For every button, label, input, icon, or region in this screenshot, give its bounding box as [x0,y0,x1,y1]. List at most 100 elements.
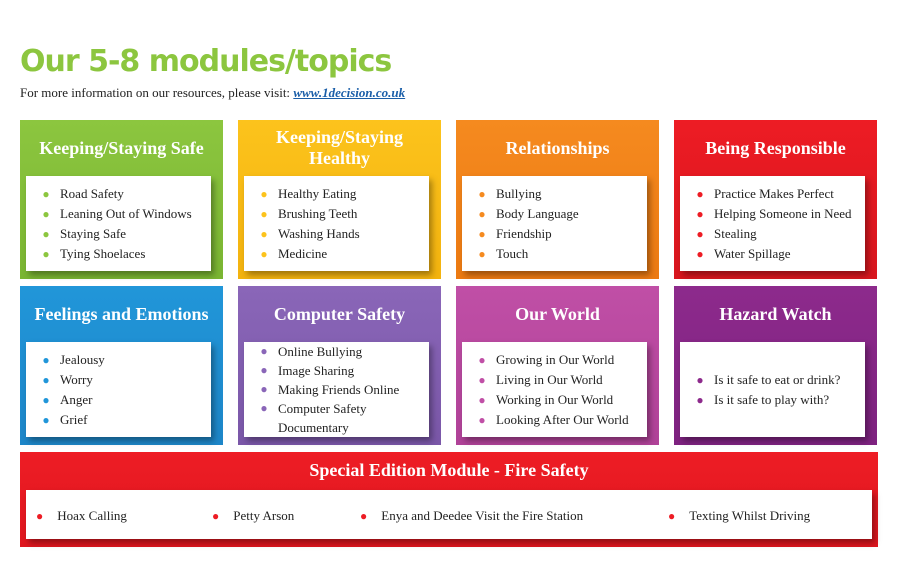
module-title: Computer Safety [273,303,406,324]
bullet-icon: ● [42,186,50,201]
topic-item: ●Jealousy [40,350,104,370]
bullet-icon: ● [42,392,50,407]
special-module-title: Special Edition Module - Fire Safety [309,459,589,480]
module-title: Keeping/Staying Healthy [275,127,404,168]
bullet-icon: ● [478,372,486,387]
topic-item: ●Washing Hands [258,224,359,244]
bullet-icon: ● [478,186,486,201]
topic-item: ●Image Sharing [258,361,399,380]
topic-item: ●Living in Our World [476,370,629,390]
bullet-icon: ● [42,372,50,387]
bullet-icon: ● [696,186,704,201]
module-card-being-responsible: Being Responsible ●Practice Makes Perfec… [674,120,877,279]
topic-item: ●Brushing Teeth [258,204,360,224]
topic-list: ●Jealousy ●Worry ●Anger ●Grief [40,350,105,430]
bullet-icon: ● [696,226,704,241]
info-line: For more information on our resources, p… [20,85,405,101]
topic-item: ●Grief [40,410,105,430]
page-title: Our 5-8 modules/topics [20,44,392,79]
bullet-icon: ● [42,412,50,427]
module-topics-box: ●Road Safety ●Leaning Out of Windows ●St… [26,176,211,271]
topic-list: ●Growing in Our World ●Living in Our Wor… [476,350,629,430]
bullet-icon: ● [36,509,44,523]
info-text: For more information on our resources, p… [20,85,294,100]
module-card-computer-safety: Computer Safety ●Online Bullying ●Image … [238,286,441,445]
module-topics-box: ●Is it safe to eat or drink? ●Is it safe… [680,342,865,437]
bullet-icon: ● [212,509,220,523]
bullet-icon: ● [260,186,268,201]
module-title: Feelings and Emotions [34,303,209,324]
topic-item: ●Helping Someone in Need [694,204,851,224]
bullet-icon: ● [478,246,486,261]
module-topics-box: ●Healthy Eating ●Brushing Teeth ●Washing… [244,176,429,271]
topic-item: ●Leaning Out of Windows [40,204,191,224]
topic-item: ●Touch [476,244,579,264]
topic-list: ●Practice Makes Perfect ●Helping Someone… [694,184,852,264]
bullet-icon: ● [478,352,486,367]
topic-list: ●Online Bullying ●Image Sharing ●Making … [258,342,399,437]
topic-item: ●Is it safe to play with? [694,390,840,410]
website-link[interactable]: www.1decision.co.uk [293,85,406,100]
module-card-feelings-and-emotions: Feelings and Emotions ●Jealousy ●Worry ●… [20,286,223,445]
topic-item: ●Working in Our World [476,390,629,410]
module-topics-box: ●Jealousy ●Worry ●Anger ●Grief [26,342,211,437]
topic-item: ●Medicine [258,244,360,264]
bullet-icon: ● [696,206,704,221]
module-title: Hazard Watch [719,303,832,324]
topic-item: ●Body Language [476,204,578,224]
topic-item: ●Online Bullying [258,342,399,361]
topic-item: ●Bullying [476,184,579,204]
module-card-keeping-staying-safe: Keeping/Staying Safe ●Road Safety ●Leani… [20,120,223,279]
topic-item: ●Looking After Our World [476,410,628,430]
module-title: Relationships [505,137,610,158]
module-topics-box: ●Online Bullying ●Image Sharing ●Making … [244,342,429,437]
special-topic-item: ●Enya and Deedee Visit the Fire Station [360,508,584,523]
bullet-icon: ● [478,226,486,241]
bullet-icon: ● [478,412,486,427]
bullet-icon: ● [260,246,268,261]
topic-list: ●Bullying ●Body Language ●Friendship ●To… [476,184,579,264]
module-card-keeping-staying-healthy: Keeping/Staying Healthy ●Healthy Eating … [238,120,441,279]
special-topic-item: ●Hoax Calling [36,508,127,523]
bullet-icon: ● [696,372,704,387]
bullet-icon: ● [260,226,268,241]
module-title: Being Responsible [705,137,846,158]
topic-item: ●Growing in Our World [476,350,629,370]
bullet-icon: ● [260,363,268,377]
bullet-icon: ● [696,392,704,407]
topic-item: ●Friendship [476,224,579,244]
bullet-icon: ● [260,401,268,415]
bullet-icon: ● [42,226,50,241]
module-card-relationships: Relationships ●Bullying ●Body Language ●… [456,120,659,279]
topic-list: ●Road Safety ●Leaning Out of Windows ●St… [40,184,192,264]
module-card-hazard-watch: Hazard Watch ●Is it safe to eat or drink… [674,286,877,445]
special-topic-item: ●Petty Arson [212,508,295,523]
topic-item: ●Stealing [694,224,852,244]
bullet-icon: ● [42,246,50,261]
module-topics-box: ●Growing in Our World ●Living in Our Wor… [462,342,647,437]
topic-list: ●Healthy Eating ●Brushing Teeth ●Washing… [258,184,360,264]
bullet-icon: ● [696,246,704,261]
module-title: Keeping/Staying Safe [39,137,204,158]
module-card-our-world: Our World ●Growing in Our World ●Living … [456,286,659,445]
module-topics-box: ●Bullying ●Body Language ●Friendship ●To… [462,176,647,271]
bullet-icon: ● [260,344,268,358]
bullet-icon: ● [260,206,268,221]
topic-item: ●Road Safety [40,184,192,204]
special-edition-module: Special Edition Module - Fire Safety ●Ho… [20,452,878,547]
topic-item: ●Healthy Eating [258,184,360,204]
topic-item: ●Making Friends Online [258,380,399,399]
bullet-icon: ● [478,392,486,407]
bullet-icon: ● [668,509,676,523]
topic-item: ●Computer Safety Documentary [258,399,388,437]
topic-list: ●Is it safe to eat or drink? ●Is it safe… [694,370,840,410]
topic-item: ●Anger [40,390,105,410]
bullet-icon: ● [260,382,268,396]
bullet-icon: ● [360,509,368,523]
topic-item: ●Is it safe to eat or drink? [694,370,840,390]
module-topics-box: ●Practice Makes Perfect ●Helping Someone… [680,176,865,271]
special-topic-item: ●Texting Whilst Driving [668,508,811,523]
topic-item: ●Practice Makes Perfect [694,184,852,204]
module-title: Our World [515,303,600,324]
topic-item: ●Worry [40,370,105,390]
